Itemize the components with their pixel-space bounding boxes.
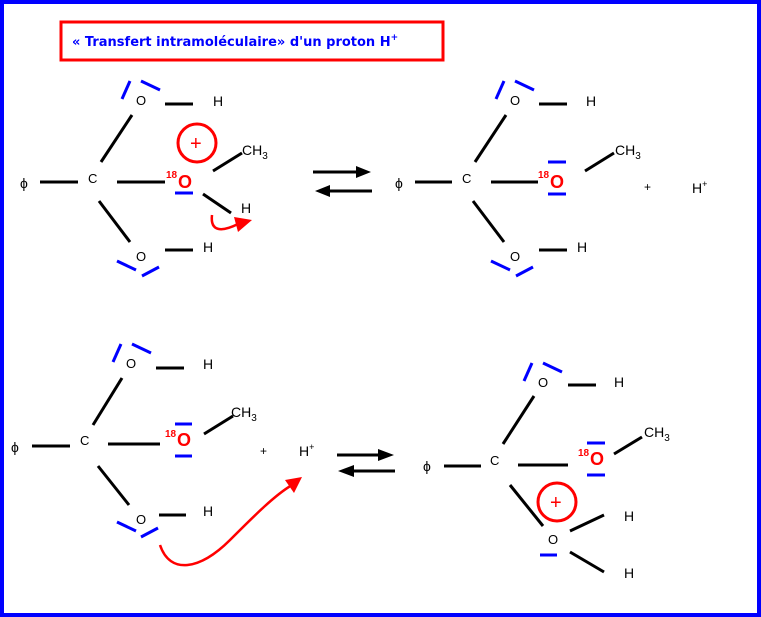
svg-text:H+: H+ (299, 442, 314, 459)
carbon-label: C (462, 171, 471, 186)
plus-sign: + (644, 180, 651, 194)
oxygen-18-label: O (178, 172, 192, 192)
carbon-label: C (88, 171, 97, 186)
hydrogen-label: H (203, 239, 213, 255)
hydrogen-label: H (203, 356, 213, 372)
oxygen-label: O (548, 532, 558, 547)
subscript: 3 (664, 433, 670, 444)
carbon-label: C (490, 453, 499, 468)
molecule-protonated-hydroxyl: ϕ C O H 18 O CH3 + O H H (423, 361, 670, 581)
title-sup: + (391, 33, 399, 43)
isotope-label: 18 (165, 429, 177, 440)
title-box: « Transfert intramoléculaire» d'un proto… (59, 20, 445, 62)
equilibrium-arrows-top (313, 166, 372, 197)
molecule-protonated-ether: ϕ C O H 18 O + CH3 H O H (20, 79, 268, 278)
oxygen-18-label: O (177, 430, 191, 450)
phenyl-label: ϕ (20, 175, 28, 191)
hydrogen-label: H (614, 374, 624, 390)
hydrogen-label: H (241, 200, 251, 216)
oxygen-label: O (510, 93, 520, 108)
curved-arrow-icon (210, 214, 239, 231)
svg-text:CH3: CH3 (231, 404, 257, 424)
isotope-label: 18 (578, 448, 590, 459)
oxygen-label: O (136, 249, 146, 264)
methyl-label: CH (644, 424, 664, 440)
superscript: + (702, 179, 707, 189)
svg-text:CH3: CH3 (242, 142, 268, 162)
carbon-label: C (80, 433, 89, 448)
title-text: « Transfert intramoléculaire» d'un proto… (72, 35, 391, 50)
positive-charge-icon (536, 481, 578, 523)
isotope-label: 18 (538, 170, 550, 181)
svg-text:H+: H+ (692, 179, 707, 196)
molecule-neutral-ether: ϕ C O H 18 O CH3 O H + H+ (395, 79, 707, 278)
proton-label: H (299, 443, 309, 459)
molecule-ether-plus-proton: ϕ C O H 18 O CH3 O H + H+ (11, 342, 314, 567)
oxygen-label: O (136, 512, 146, 527)
oxygen-label: O (126, 356, 136, 371)
curved-arrow-icon (158, 483, 293, 567)
methyl-label: CH (615, 142, 635, 158)
hydrogen-label: H (624, 508, 634, 524)
isotope-label: 18 (166, 170, 178, 181)
proton-label: H (692, 180, 702, 196)
oxygen-label: O (136, 93, 146, 108)
positive-charge-icon (176, 122, 218, 164)
methyl-label: CH (242, 142, 262, 158)
subscript: 3 (262, 151, 268, 162)
svg-text:CH3: CH3 (644, 424, 670, 444)
oxygen-18-label: O (550, 172, 564, 192)
equilibrium-arrows-bottom (337, 449, 395, 477)
phenyl-label: ϕ (11, 439, 19, 455)
subscript: 3 (251, 413, 257, 424)
charge-sign: + (190, 133, 202, 155)
phenyl-label: ϕ (423, 458, 431, 474)
oxygen-18-label: O (590, 449, 604, 469)
hydrogen-label: H (213, 93, 223, 109)
phenyl-label: ϕ (395, 175, 403, 191)
svg-text:CH3: CH3 (615, 142, 641, 162)
plus-sign: + (260, 444, 267, 458)
oxygen-label: O (510, 249, 520, 264)
svg-text:« Transfert intramoléculaire»: « Transfert intramoléculaire» d'un proto… (72, 33, 398, 50)
superscript: + (309, 442, 314, 452)
hydrogen-label: H (203, 503, 213, 519)
methyl-label: CH (231, 404, 251, 420)
hydrogen-label: H (586, 93, 596, 109)
oxygen-label: O (538, 375, 548, 390)
hydrogen-label: H (624, 565, 634, 581)
charge-sign: + (550, 492, 562, 514)
subscript: 3 (635, 151, 641, 162)
hydrogen-label: H (577, 239, 587, 255)
